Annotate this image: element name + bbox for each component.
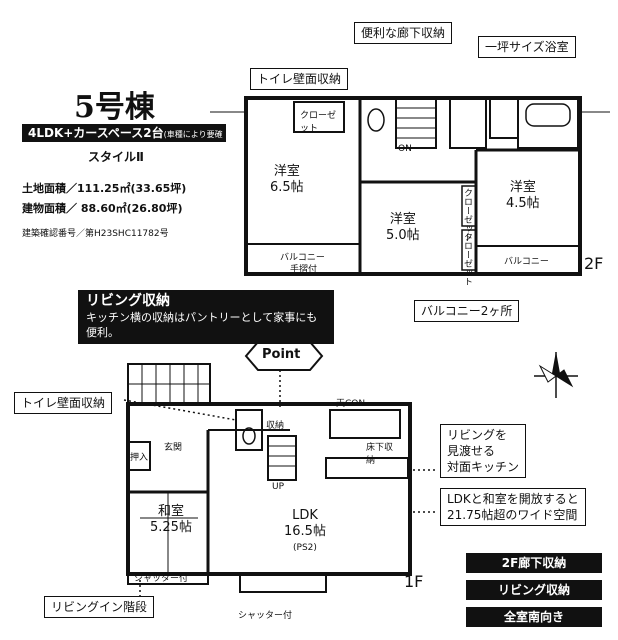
ldk-note: (PS2)	[293, 543, 317, 553]
floor2-room2: 洋室 5.0帖	[386, 212, 420, 244]
shutter2-label: シャッター付	[238, 611, 293, 621]
callout-balcony-count: バルコニー2ヶ所	[414, 300, 520, 322]
floor1-label: 1F	[404, 572, 424, 591]
style-label: スタイルⅡ	[88, 150, 144, 164]
feature-badge-2: リビング収納	[466, 580, 602, 600]
entrance-label: 玄関	[164, 443, 183, 453]
living-callout-body: キッチン横の収納はパントリーとして家事にも便利。	[86, 311, 318, 339]
callout-toilet-storage-2f: トイレ壁面収納	[250, 68, 349, 90]
building-area: 建物面積／ 88.60㎡(26.80坪)	[22, 202, 183, 215]
floor-storage-label: 床下収納	[366, 443, 394, 466]
shutter1-label: シャッター付	[134, 574, 189, 584]
living-callout-title: リビング収納	[86, 293, 170, 309]
washitsu-name: 和室	[157, 504, 184, 519]
callout-toilet-storage-1f: トイレ壁面収納	[14, 392, 113, 414]
room2-size: 5.0帖	[386, 228, 420, 243]
room3-name: 洋室	[509, 180, 536, 195]
balcony1-note: 手摺付	[290, 265, 318, 275]
living-storage-callout: リビング収納 キッチン横の収納はパントリーとして家事にも便利。	[78, 290, 334, 344]
floor2-room3: 洋室 4.5帖	[506, 180, 540, 212]
callout-bathroom: 一坪サイズ浴室	[478, 36, 576, 58]
oshiire-label: 押入	[130, 453, 149, 463]
balcony1-label: バルコニー	[280, 253, 325, 263]
ldk-name: LDK	[292, 508, 318, 523]
type-badge-main: 4LDK+カースペース2台	[28, 126, 164, 140]
kitchen-top-label: 天CON	[336, 399, 366, 409]
room1-name: 洋室	[273, 164, 300, 179]
type-badge-note: (車種により要確認)	[28, 130, 223, 159]
balcony2-label: バルコニー	[504, 257, 549, 267]
callout-open-space: LDKと和室を開放すると 21.75帖超のワイド空間	[440, 488, 586, 526]
callout-corridor-storage: 便利な廊下収納	[354, 22, 453, 44]
washitsu-size: 5.25帖	[150, 520, 192, 535]
floor1-washitsu: 和室 5.25帖	[150, 504, 192, 536]
feature-badge-1: 2F廊下収納	[466, 553, 602, 573]
feature-badge-3: 全室南向き	[466, 607, 602, 627]
compass-icon	[534, 352, 578, 398]
ldk-size: 16.5帖	[284, 524, 326, 539]
point-label: Point	[262, 347, 301, 362]
floor2-room1: 洋室 6.5帖	[270, 164, 304, 196]
floor1-outline	[126, 402, 412, 576]
room1-size: 6.5帖	[270, 180, 304, 195]
floor1-ldk: LDK 16.5帖 (PS2)	[284, 508, 326, 556]
permit-number: 建築確認番号／第H23SHC11782号	[22, 229, 169, 239]
room3-size: 4.5帖	[506, 196, 540, 211]
on-mark: ON	[398, 144, 412, 154]
unit-title: 5号棟	[74, 90, 155, 125]
closet-label-a: クローゼット	[462, 188, 472, 242]
closet-label: クローゼット	[300, 111, 337, 134]
storage-label: 収納	[266, 421, 285, 431]
room2-name: 洋室	[389, 212, 416, 227]
type-badge: 4LDK+カースペース2台(車種により要確認)	[22, 124, 226, 159]
floor2-label: 2F	[584, 254, 604, 273]
closet-label-b: クローゼット	[462, 232, 472, 286]
up-mark: UP	[272, 482, 285, 492]
callout-kitchen: リビングを 見渡せる 対面キッチン	[440, 424, 527, 478]
callout-stairs: リビングイン階段	[44, 596, 155, 618]
land-area: 土地面積／111.25㎡(33.65坪)	[22, 182, 187, 195]
